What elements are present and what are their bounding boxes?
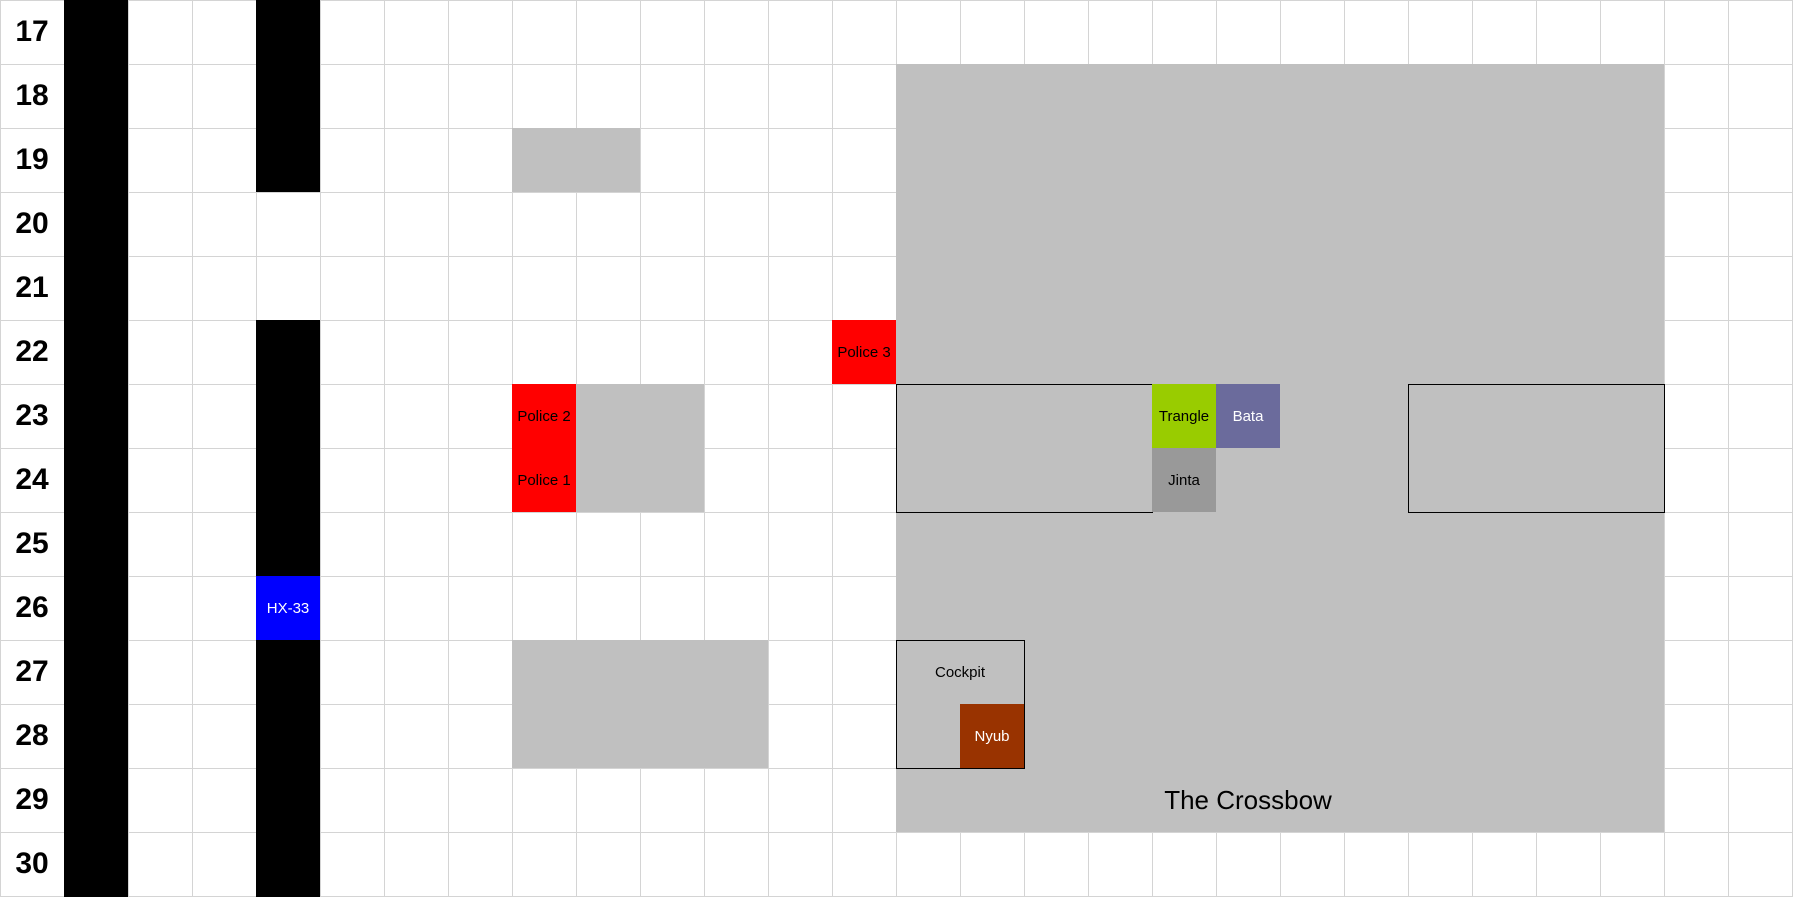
row-label: 24 <box>15 463 49 496</box>
grid-line-horizontal <box>0 832 1793 833</box>
row-label: 21 <box>15 271 49 304</box>
row-label: 30 <box>15 847 49 880</box>
wall-segment-middle <box>256 320 320 576</box>
ship-room-left <box>896 384 1153 513</box>
row-label: 22 <box>15 335 49 368</box>
ship-room-right <box>1408 384 1665 513</box>
token-police-1[interactable]: Police 1 <box>512 448 576 512</box>
row-label: 27 <box>15 655 49 688</box>
token-jinta[interactable]: Jinta <box>1152 448 1216 512</box>
obstacle-medium <box>576 384 704 512</box>
row-label: 28 <box>15 719 49 752</box>
cockpit-label: Cockpit <box>934 663 986 681</box>
row-label: 23 <box>15 399 49 432</box>
ship-name-label: The Crossbow <box>1164 784 1332 815</box>
row-label: 25 <box>15 527 49 560</box>
ship-cockpit <box>896 640 1025 769</box>
row-label: 26 <box>15 591 49 624</box>
grid-line-horizontal <box>0 0 1793 1</box>
obstacle-small <box>512 128 640 192</box>
obstacle-large <box>512 640 768 768</box>
token-police-2[interactable]: Police 2 <box>512 384 576 448</box>
token-bata[interactable]: Bata <box>1216 384 1280 448</box>
row-label: 17 <box>15 15 49 48</box>
token-hx-33[interactable]: HX-33 <box>256 576 320 640</box>
token-police-3[interactable]: Police 3 <box>832 320 896 384</box>
wall-column-left <box>64 0 128 897</box>
row-label: 18 <box>15 79 49 112</box>
row-label: 29 <box>15 783 49 816</box>
wall-segment-bottom <box>256 640 320 897</box>
wall-segment-top <box>256 0 320 192</box>
token-nyub[interactable]: Nyub <box>960 704 1024 768</box>
token-trangle[interactable]: Trangle <box>1152 384 1216 448</box>
row-label: 20 <box>15 207 49 240</box>
row-label: 19 <box>15 143 49 176</box>
